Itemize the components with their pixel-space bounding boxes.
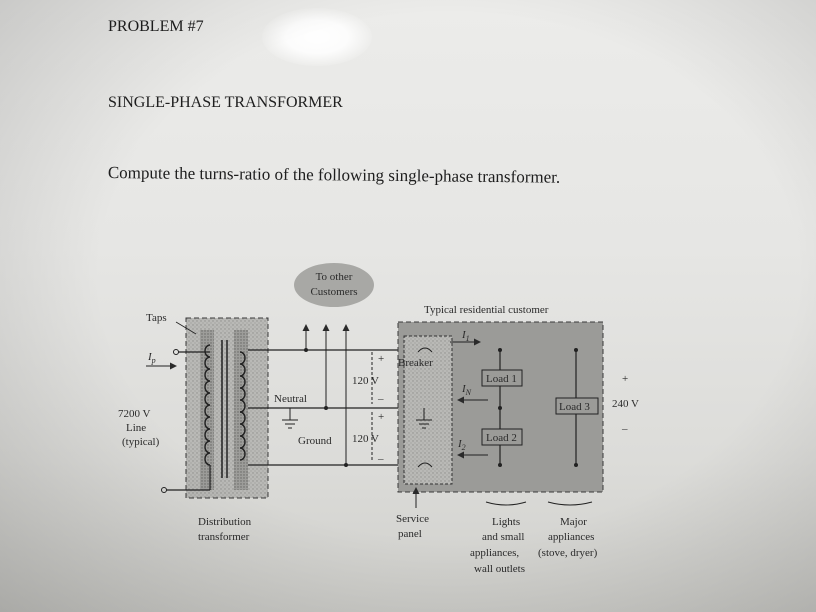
primary-current-label: Ip [147,351,156,365]
current-i2-label: I2 [457,438,466,452]
to-other-customers-label-2: Customers [310,286,357,298]
upper-voltage-label: 120 V [352,375,379,387]
service-label: Service [396,513,429,525]
ground-label: Ground [298,435,332,447]
svg-text:+: + [378,353,384,365]
primary-coil [204,344,211,466]
wall-outlets-label: wall outlets [474,563,525,575]
problem-title: PROBLEM #7 [108,18,204,35]
typical-customer-label: Typical residential customer [424,304,549,316]
line-voltage-label: 7200 V [118,408,151,420]
section-title: SINGLE-PHASE TRANSFORMER [108,94,343,111]
transformer-core-right [234,330,248,490]
load-1-box [481,369,523,387]
secondary-coil-lower [239,411,246,461]
svg-text:+: + [378,411,384,423]
major-label: Major [560,516,587,528]
load-2-label: Load 2 [486,432,517,444]
customers-bubble [294,263,374,307]
neutral-label: Neutral [274,393,307,405]
load-3-box [555,397,599,415]
current-in-label: IN [461,383,472,397]
secondary-coil-upper [239,351,246,413]
svg-text:–: – [377,393,384,405]
stove-dryer-label: (stove, dryer) [538,547,598,559]
lights-label: Lights [492,516,520,528]
distribution-label: Distribution [198,516,252,528]
load-2-box [481,428,523,446]
panel-label: panel [398,528,422,540]
total-voltage-label: 240 V [612,398,639,410]
and-small-label: and small [482,531,524,543]
svg-text:–: – [621,423,628,435]
taps-label: Taps [146,312,167,324]
typical-label: (typical) [122,436,160,448]
breaker-label: Breaker [398,357,433,369]
current-i1-label: I1 [461,329,470,343]
to-other-customers-label-1: To other [316,271,353,283]
appliances-label: appliances, [470,547,519,559]
load-3-label: Load 3 [559,401,590,413]
transformer-core-left [200,330,214,490]
transformer-label: transformer [198,531,250,543]
line-label: Line [126,422,146,434]
svg-text:+: + [622,373,628,385]
major-appliances-label: appliances [548,531,594,543]
svg-text:–: – [377,453,384,465]
lower-voltage-label: 120 V [352,433,379,445]
load-1-label: Load 1 [486,373,517,385]
service-panel-box [403,335,453,485]
